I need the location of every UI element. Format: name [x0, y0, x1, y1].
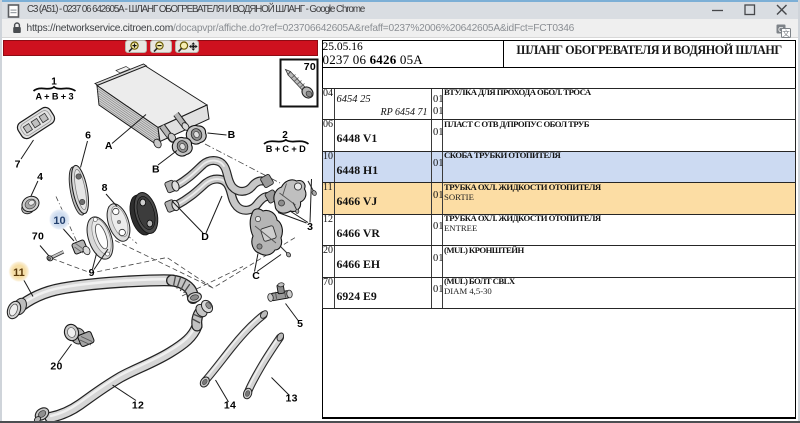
svg-text:B + C + D: B + C + D [266, 144, 306, 154]
svg-text:5: 5 [297, 318, 303, 330]
svg-text:2: 2 [282, 130, 288, 141]
svg-text:B: B [228, 129, 236, 141]
svg-text:4: 4 [37, 171, 43, 183]
svg-text:1: 1 [51, 77, 57, 88]
svg-text:6: 6 [85, 130, 91, 142]
svg-text:B: B [152, 164, 160, 176]
svg-text:3: 3 [307, 221, 313, 233]
svg-text:C: C [252, 270, 260, 282]
svg-text:A: A [105, 140, 113, 152]
svg-text:11: 11 [13, 267, 25, 279]
svg-text:10: 10 [53, 215, 65, 227]
svg-text:13: 13 [285, 393, 297, 405]
svg-text:20: 20 [50, 360, 62, 372]
svg-text:A + B + 3: A + B + 3 [35, 92, 73, 102]
svg-text:14: 14 [224, 400, 236, 412]
svg-text:9: 9 [89, 267, 95, 279]
svg-text:文: 文 [782, 27, 790, 37]
svg-text:70: 70 [304, 61, 316, 73]
svg-text:D: D [201, 231, 209, 243]
svg-text:7: 7 [15, 159, 21, 171]
svg-text:70: 70 [32, 231, 44, 243]
svg-text:8: 8 [102, 182, 108, 194]
svg-text:12: 12 [132, 400, 144, 412]
